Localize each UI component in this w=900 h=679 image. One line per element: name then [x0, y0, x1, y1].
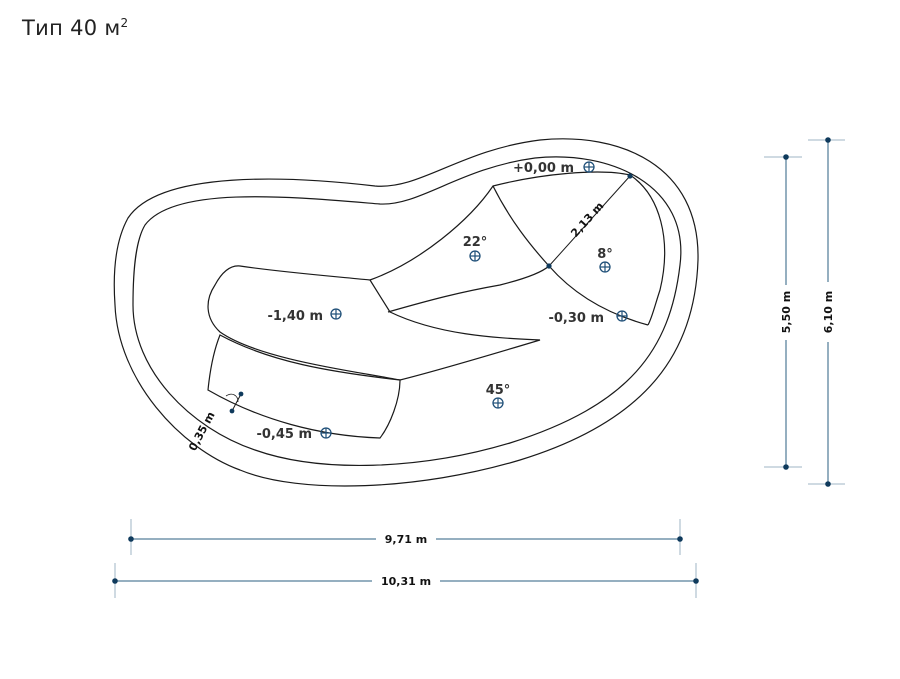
step-width-endpoint — [546, 263, 552, 269]
slope-22-boundary — [369, 171, 631, 281]
outer-width-label: 10,31 m — [381, 575, 431, 588]
inner-height-endpoint — [783, 464, 789, 470]
deep-zone-outline — [207, 265, 541, 381]
rim-angle-arc — [225, 393, 239, 403]
level-deep-label: -1,40 m — [267, 309, 323, 324]
inner-height-endpoint — [783, 154, 789, 160]
slope-marker-22 — [469, 250, 481, 262]
pool-outer-rim — [113, 138, 699, 487]
level-bench-label: -0,45 m — [256, 427, 312, 442]
level-marker-deep — [330, 308, 342, 320]
outer-height-endpoint — [825, 137, 831, 143]
bench-outline — [207, 334, 401, 439]
rim-endpoint — [238, 391, 244, 397]
level-marker-top — [583, 161, 595, 173]
slope-marker-45 — [492, 397, 504, 409]
step-width-label: 2,13 m — [568, 200, 606, 240]
level-marker-bench — [320, 427, 332, 439]
pool-inner-rim — [132, 156, 682, 467]
step-line — [492, 185, 649, 326]
level-marker-right — [616, 310, 628, 322]
step-width-endpoint — [627, 173, 633, 179]
slope-45-label: 45° — [486, 383, 511, 398]
rim-label: 0,35 m — [186, 410, 217, 454]
inner-width-endpoint — [128, 536, 134, 542]
inner-width-label: 9,71 m — [385, 533, 427, 546]
slope-8-label: 8° — [597, 247, 613, 262]
title-text: Тип 40 м — [22, 16, 121, 40]
right-bench-edge — [629, 174, 666, 326]
shelf-line — [387, 265, 550, 313]
rim-endpoint — [229, 408, 235, 414]
level-top-label: +0,00 m — [513, 161, 574, 176]
outer-width-endpoint — [112, 578, 118, 584]
inner-width-endpoint — [677, 536, 683, 542]
inner-height-label: 5,50 m — [780, 291, 793, 333]
outer-width-endpoint — [693, 578, 699, 584]
level-right-label: -0,30 m — [548, 311, 604, 326]
outer-height-label: 6,10 m — [822, 291, 835, 333]
title-superscript: 2 — [120, 16, 129, 30]
diagram-title: Тип 40 м2 — [22, 16, 128, 40]
slope-marker-8 — [599, 261, 611, 273]
step-width-dimension-line — [548, 175, 631, 267]
slope-22-label: 22° — [463, 235, 488, 250]
outer-height-endpoint — [825, 481, 831, 487]
rim-dimension-line — [231, 393, 242, 412]
